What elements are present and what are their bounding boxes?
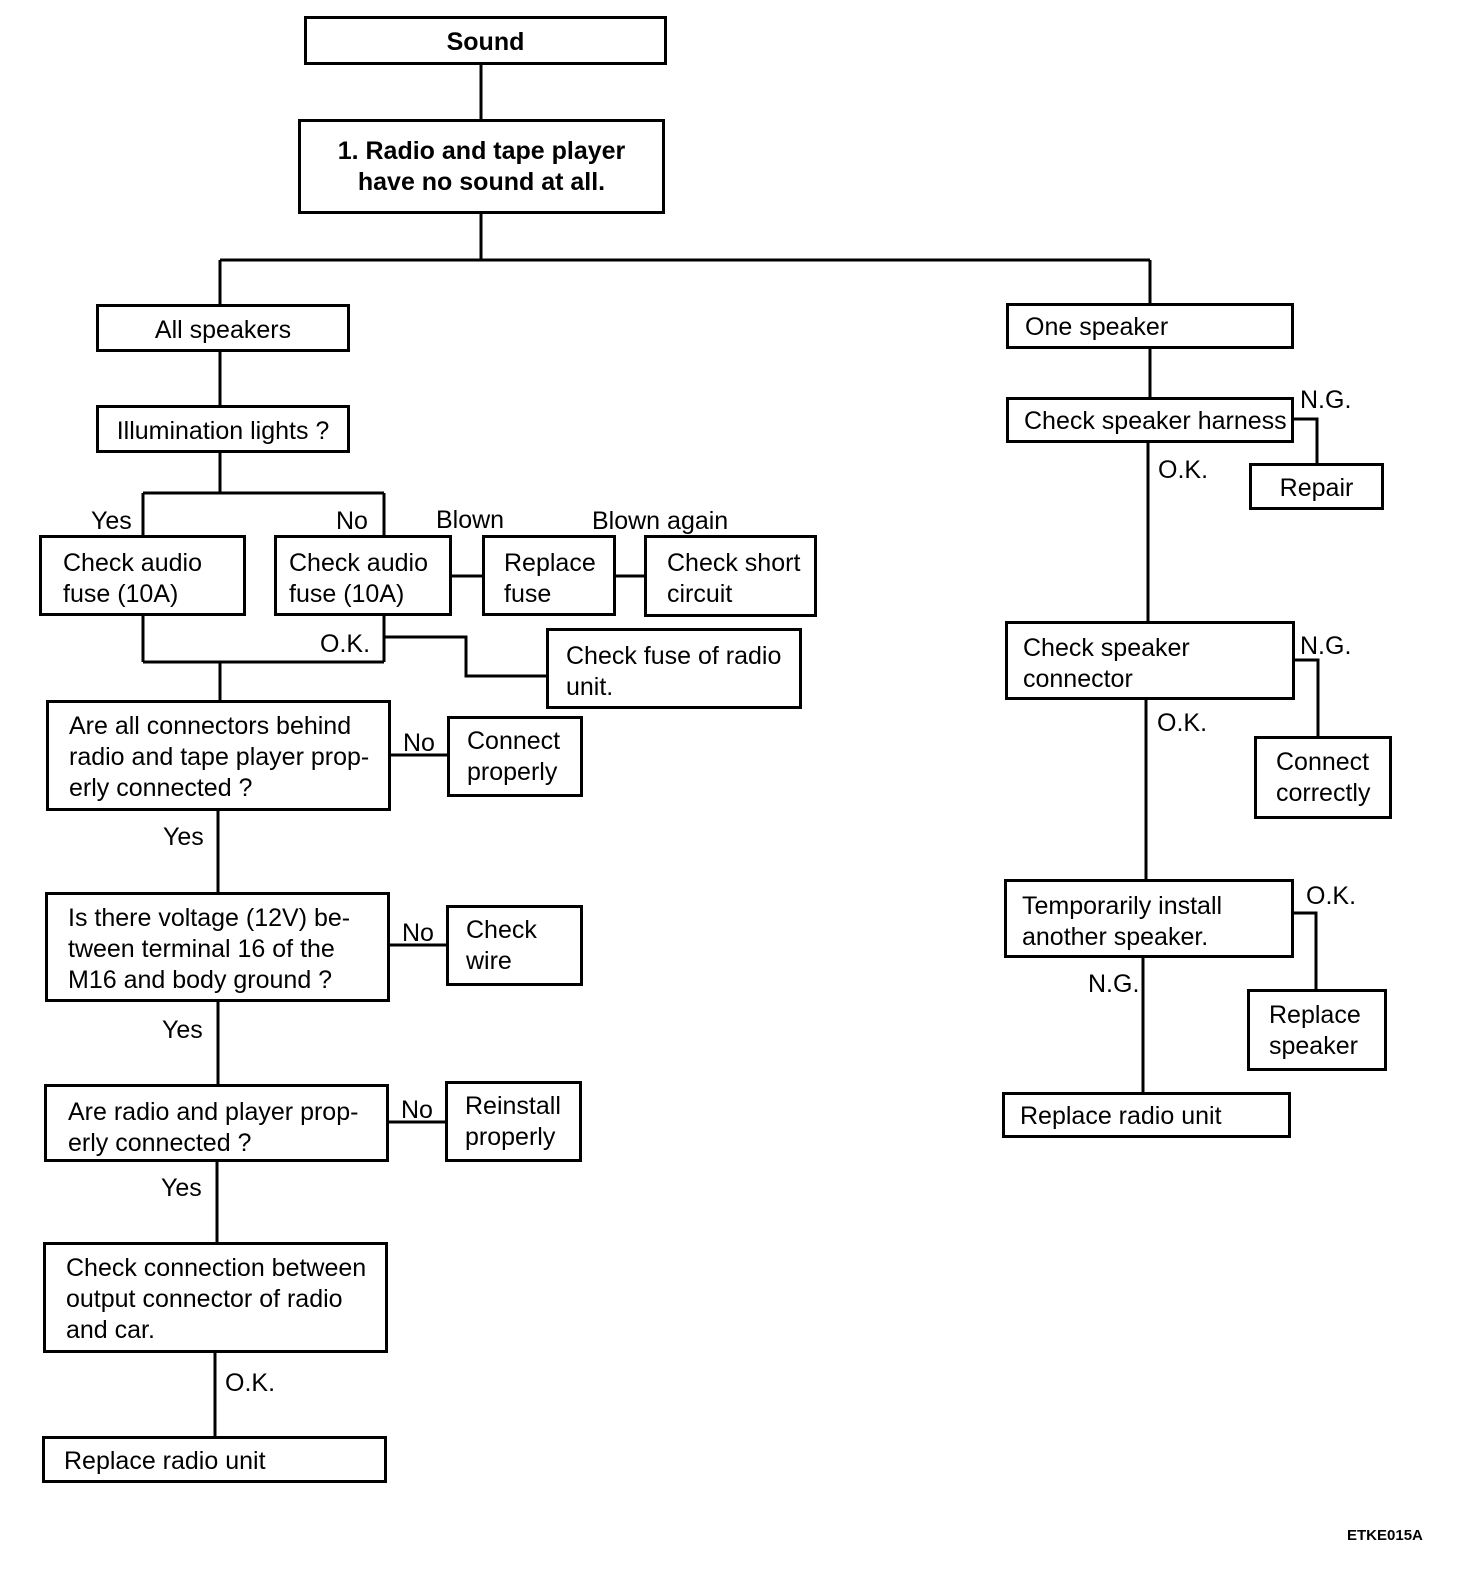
connect-correctly-text: Connect correctly <box>1276 748 1371 807</box>
temp-install-text: Temporarily install another speaker. <box>1022 892 1223 951</box>
reinstall-box: Reinstall properly <box>445 1081 582 1162</box>
temp-install-box: Temporarily install another speaker. <box>1004 879 1294 958</box>
speaker-harness-text: Check speaker harness <box>1024 407 1287 435</box>
label-ng-harness: N.G. <box>1300 386 1352 414</box>
check-short-text: Check short circuit <box>667 549 801 608</box>
check-wire-text: Check wire <box>466 916 537 975</box>
audio-fuse-yes-box: Check audio fuse (10A) <box>39 535 246 616</box>
all-speakers-box: All speakers <box>96 304 350 352</box>
voltage-question-box: Is there voltage (12V) be- tween termina… <box>45 892 390 1002</box>
check-connection-box: Check connection between output connecto… <box>43 1242 388 1353</box>
reinstall-text: Reinstall properly <box>465 1092 561 1151</box>
all-speakers-text: All speakers <box>154 316 292 344</box>
label-yes-radio: Yes <box>161 1174 202 1202</box>
repair-text: Repair <box>1279 474 1354 502</box>
replace-fuse-box: Replace fuse <box>482 535 616 616</box>
audio-fuse-no-box: Check audio fuse (10A) <box>274 535 452 616</box>
label-ok-connector: O.K. <box>1157 709 1208 737</box>
illumination-text: Illumination lights ? <box>116 417 330 445</box>
label-ng-connector: N.G. <box>1300 632 1352 660</box>
check-connection-text: Check connection between output connecto… <box>66 1254 367 1344</box>
replace-fuse-text: Replace fuse <box>504 549 596 608</box>
label-ng-temp: N.G. <box>1088 970 1140 998</box>
label-yes-illumination: Yes <box>91 507 132 535</box>
connectors-question-box: Are all connectors behind radio and tape… <box>46 700 391 811</box>
label-no-voltage: No <box>402 919 434 947</box>
connect-correctly-box: Connect correctly <box>1254 736 1392 819</box>
one-speaker-text: One speaker <box>1025 313 1169 341</box>
connect-properly-box: Connect properly <box>447 716 583 797</box>
repair-box: Repair <box>1249 463 1384 510</box>
label-blown-again: Blown again <box>592 507 729 535</box>
connect-properly-text: Connect properly <box>467 727 561 786</box>
radio-player-question-box: Are radio and player prop- erly connecte… <box>44 1084 389 1162</box>
label-no-illumination: No <box>336 507 368 535</box>
replace-radio-right-box: Replace radio unit <box>1002 1092 1291 1138</box>
no-sound-box: 1. Radio and tape player have no sound a… <box>298 119 665 214</box>
illumination-box: Illumination lights ? <box>96 405 350 453</box>
label-ok-connection: O.K. <box>225 1369 276 1397</box>
replace-speaker-box: Replace speaker <box>1247 989 1387 1071</box>
replace-radio-right-text: Replace radio unit <box>1020 1102 1222 1130</box>
label-ok-harness: O.K. <box>1158 456 1209 484</box>
label-no-radio: No <box>401 1096 433 1124</box>
one-speaker-box: One speaker <box>1006 303 1294 349</box>
replace-radio-left-box: Replace radio unit <box>42 1436 387 1483</box>
speaker-harness-box: Check speaker harness <box>1006 397 1294 443</box>
check-wire-box: Check wire <box>446 905 583 986</box>
check-short-box: Check short circuit <box>644 535 817 617</box>
sound-text: Sound <box>446 28 525 56</box>
figure-code: ETKE015A <box>1347 1527 1423 1544</box>
speaker-connector-text: Check speaker connector <box>1023 634 1190 693</box>
label-blown: Blown <box>436 506 505 534</box>
replace-radio-left-text: Replace radio unit <box>64 1447 266 1475</box>
radio-player-question-text: Are radio and player prop- erly connecte… <box>68 1098 359 1157</box>
sound-box: Sound <box>304 16 667 65</box>
label-ok-fuse: O.K. <box>320 630 371 658</box>
label-no-connectors: No <box>403 729 435 757</box>
voltage-question-text: Is there voltage (12V) be- tween termina… <box>68 904 351 994</box>
label-yes-voltage: Yes <box>162 1016 203 1044</box>
speaker-connector-box: Check speaker connector <box>1005 621 1295 700</box>
label-ok-temp: O.K. <box>1306 882 1357 910</box>
replace-speaker-text: Replace speaker <box>1269 1001 1361 1060</box>
connectors-question-text: Are all connectors behind radio and tape… <box>69 712 370 802</box>
label-yes-connectors: Yes <box>163 823 204 851</box>
audio-fuse-yes-text: Check audio fuse (10A) <box>63 549 202 608</box>
fuse-radio-unit-text: Check fuse of radio unit. <box>566 642 782 701</box>
audio-fuse-no-text: Check audio fuse (10A) <box>289 549 428 608</box>
no-sound-text: 1. Radio and tape player have no sound a… <box>337 137 626 196</box>
fuse-radio-unit-box: Check fuse of radio unit. <box>546 628 802 709</box>
